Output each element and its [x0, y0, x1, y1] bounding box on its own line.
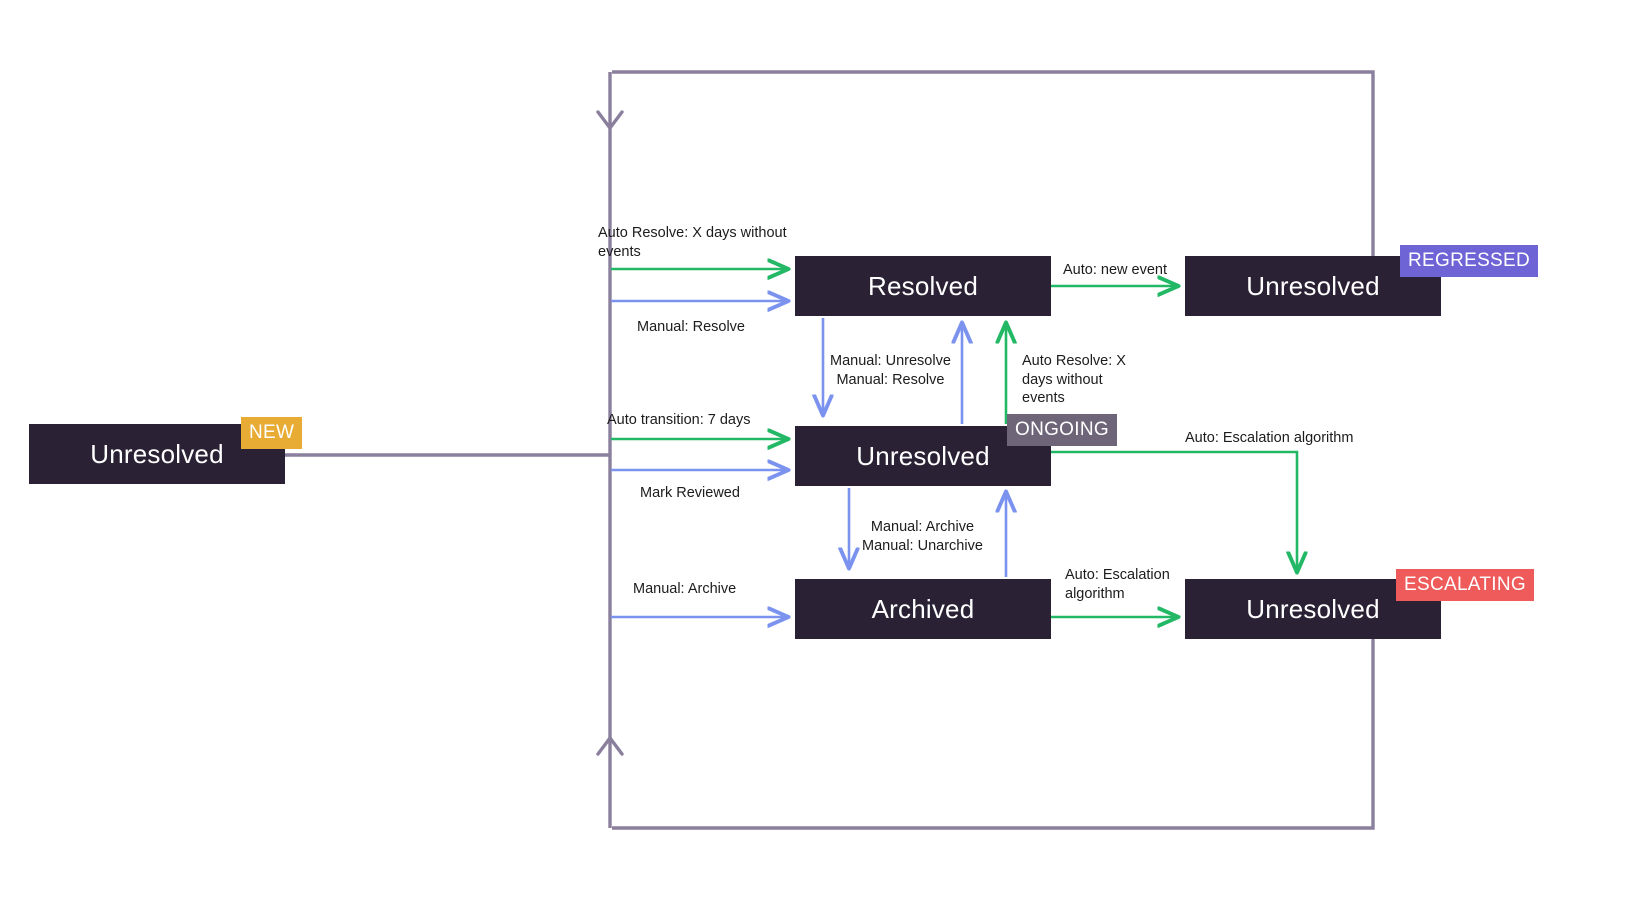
edge-label-auto-transition-7-days: Auto transition: 7 days: [607, 412, 751, 428]
node-label: Archived: [871, 593, 975, 624]
node-label: Unresolved: [1246, 593, 1380, 624]
edge-label-auto-escalation-algorithm: Auto: Escalation algorithm: [1065, 567, 1170, 602]
node-label: Unresolved: [90, 438, 224, 469]
status-badge-ongoing: ONGOING: [1007, 414, 1117, 446]
edge-ongoing-to-escalating: [1051, 450, 1297, 570]
edge-label-auto-new-event: Auto: new event: [1063, 262, 1167, 278]
edge-label-auto-resolve-x-days: Auto Resolve: X days without events: [598, 225, 787, 260]
edge-label-manual-resolve-in: Manual: Resolve: [637, 319, 745, 335]
edge-label-mark-reviewed: Mark Reviewed: [640, 485, 740, 501]
edge-label-manual-unresolve-resolve: Manual: Unresolve Manual: Resolve: [830, 353, 951, 388]
node-resolved[interactable]: Resolved: [795, 256, 1051, 316]
node-archived[interactable]: Archived: [795, 579, 1051, 639]
node-label: Unresolved: [856, 440, 990, 471]
status-badge-label: REGRESSED: [1408, 250, 1531, 271]
status-badge-new: NEW: [241, 417, 303, 449]
edge-label-auto-escalation-top: Auto: Escalation algorithm: [1185, 430, 1354, 446]
edge-escalating-loop-back: [596, 639, 1375, 830]
status-badge-label: ONGOING: [1015, 419, 1109, 440]
edge-label-auto-resolve-x-days-up: Auto Resolve: X days without events: [1022, 353, 1126, 407]
status-badge-label: ESCALATING: [1404, 574, 1526, 595]
status-badge-escalating: ESCALATING: [1396, 569, 1534, 601]
status-badge-label: NEW: [249, 422, 295, 443]
edge-label-manual-archive-unarchive: Manual: Archive Manual: Unarchive: [862, 519, 983, 554]
node-label: Unresolved: [1246, 270, 1380, 301]
node-unresolved-regressed[interactable]: Unresolved: [1185, 256, 1441, 316]
node-label: Resolved: [868, 270, 978, 301]
edge-label-manual-archive-in: Manual: Archive: [633, 581, 737, 597]
status-badge-regressed: REGRESSED: [1400, 245, 1539, 277]
